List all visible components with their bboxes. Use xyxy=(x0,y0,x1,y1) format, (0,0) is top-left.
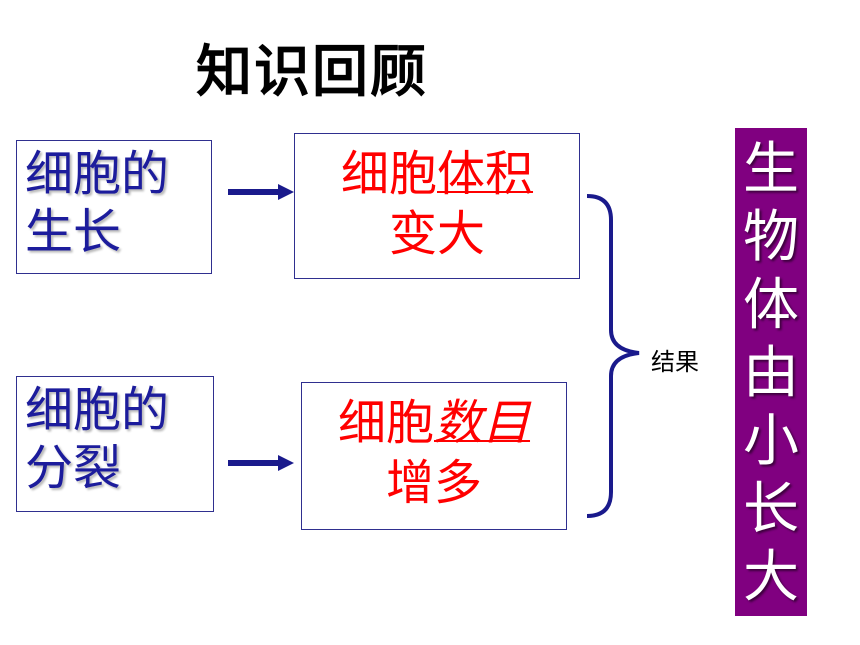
volume-increase-subject: 细胞 xyxy=(340,146,437,202)
volume-keyword: 体积 xyxy=(437,146,534,202)
number-increase-line-2: 增多 xyxy=(385,455,482,511)
cell-growth-line-2: 生长 xyxy=(25,204,122,260)
cell-growth-line-1: 细胞的 xyxy=(25,146,170,202)
conclusion-char-6: 长 xyxy=(743,477,799,542)
cell-division-line-2: 分裂 xyxy=(25,440,122,496)
volume-increase-line-2: 变大 xyxy=(388,206,485,262)
number-increase-line-1: 细胞数目 xyxy=(302,393,566,453)
cell-growth-box: 细胞的 生长 xyxy=(16,140,212,274)
arrow-1 xyxy=(228,184,294,200)
volume-increase-box: 细胞体积 变大 xyxy=(294,133,580,279)
result-brace xyxy=(586,194,640,518)
conclusion-box: 生 物 体 由 小 长 大 xyxy=(735,128,807,616)
arrow-2 xyxy=(228,455,294,471)
cell-division-line-1: 细胞的 xyxy=(25,382,170,438)
cell-division-box: 细胞的 分裂 xyxy=(16,376,214,512)
conclusion-char-3: 体 xyxy=(743,273,799,338)
conclusion-char-5: 小 xyxy=(743,409,799,474)
volume-increase-line-1: 细胞体积 xyxy=(295,144,579,204)
conclusion-char-7: 大 xyxy=(743,545,799,610)
conclusion-char-1: 生 xyxy=(743,137,799,202)
number-increase-box: 细胞数目 增多 xyxy=(301,382,567,530)
number-increase-subject: 细胞 xyxy=(337,395,434,451)
page-title: 知识回顾 xyxy=(196,40,428,105)
number-keyword: 数目 xyxy=(434,395,531,451)
conclusion-char-2: 物 xyxy=(743,205,799,270)
conclusion-char-4: 由 xyxy=(743,341,799,406)
result-label: 结果 xyxy=(651,348,699,376)
